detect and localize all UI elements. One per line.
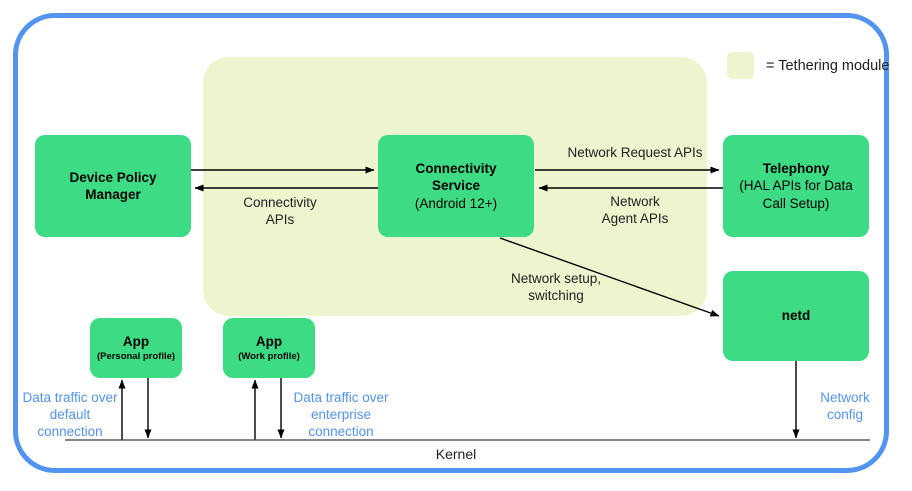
- node-telephony[interactable]: Telephony (HAL APIs for Data Call Setup): [723, 135, 869, 237]
- node-app-work-profile[interactable]: App (Work profile): [223, 318, 315, 378]
- node-app-personal-title: App: [122, 333, 150, 349]
- node-netd-title: netd: [781, 308, 811, 324]
- legend-label-tethering: = Tethering module: [766, 57, 890, 74]
- legend: = Tethering module: [727, 52, 889, 79]
- node-app-personal-subtitle: (Personal profile): [96, 350, 176, 362]
- edge-label-network-config: Network config: [820, 390, 870, 422]
- node-app-work-subtitle: (Work profile): [238, 350, 300, 362]
- node-netd[interactable]: netd: [723, 271, 869, 361]
- edge-label-connectivity-apis: Connectivity APIs: [243, 195, 317, 227]
- kernel-label: Kernel: [435, 446, 477, 462]
- node-connectivity-service-subtitle: (Android 12+): [414, 195, 498, 211]
- node-telephony-title: Telephony: [762, 161, 830, 177]
- node-app-work-title: App: [255, 333, 283, 349]
- edge-label-network-setup-switching: Network setup, switching: [510, 271, 602, 303]
- node-connectivity-service[interactable]: Connectivity Service (Android 12+): [378, 135, 534, 237]
- node-device-policy-manager-title2: Manager: [85, 187, 141, 202]
- node-device-policy-manager-title: Device Policy: [69, 169, 157, 185]
- node-telephony-subtitle: (HAL APIs for Data: [739, 178, 853, 194]
- node-app-personal-profile[interactable]: App (Personal profile): [90, 318, 182, 378]
- edge-label-network-request-apis: Network Request APIs: [567, 145, 703, 160]
- legend-swatch-tethering: [727, 52, 754, 79]
- edge-label-network-agent-apis: Network Agent APIs: [601, 194, 669, 226]
- edge-label-data-traffic-default: Data traffic over default connection: [22, 390, 118, 439]
- edge-label-data-traffic-enterprise: Data traffic over enterprise connection: [293, 390, 389, 439]
- node-device-policy-manager[interactable]: Device Policy Manager: [35, 135, 191, 237]
- outer-device-frame: [13, 13, 889, 473]
- node-connectivity-service-title2: Service: [431, 178, 481, 194]
- node-connectivity-service-title: Connectivity: [415, 161, 497, 177]
- node-telephony-subtitle2: Call Setup): [762, 195, 830, 211]
